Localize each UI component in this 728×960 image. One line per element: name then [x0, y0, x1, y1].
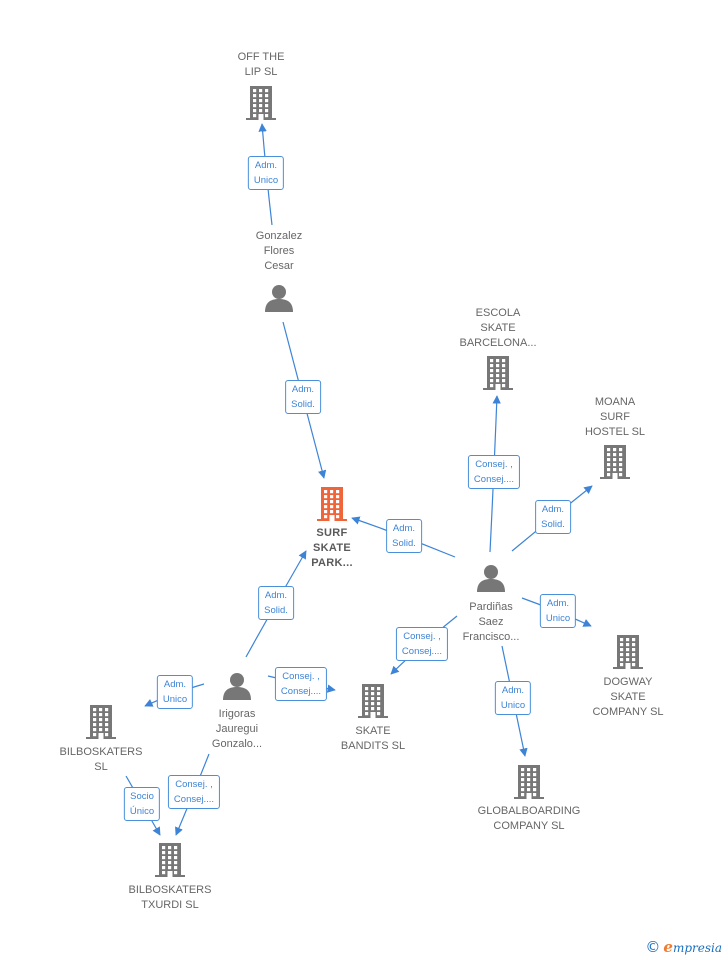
node-label-line: Pardiñas — [469, 601, 513, 613]
node-label-line: Cesar — [264, 260, 294, 272]
node-label-line: GLOBALBOARDING — [477, 805, 581, 817]
building-icon-bilboskaters[interactable] — [86, 705, 116, 744]
edge-label-gonzalez-to-offthelip[interactable]: Adm. Unico — [247, 156, 285, 190]
node-label-line: Gonzalez — [255, 230, 303, 242]
node-label-line: Francisco... — [462, 631, 520, 643]
building-icon-surf[interactable] — [317, 487, 347, 526]
node-label-line: OFF THE — [237, 51, 285, 63]
logo-initial: e — [663, 938, 673, 956]
edge-label-line: Adm. — [291, 384, 315, 395]
building-icon-dogway[interactable] — [613, 635, 643, 674]
edge-label-line: Unico — [253, 175, 279, 186]
edge-label-pardinas-to-surf[interactable]: Adm. Solid. — [386, 519, 422, 553]
node-label-line: SL — [94, 761, 108, 773]
person-icon-gonzalez[interactable] — [264, 284, 294, 317]
edge-label-line: Consej. , — [403, 631, 441, 642]
node-label-line: COMPANY SL — [592, 706, 664, 718]
edge-label-line: Adm. — [254, 160, 278, 171]
node-label-line: BANDITS SL — [340, 740, 406, 752]
node-label-line: Flores — [263, 245, 295, 257]
node-label-dogway[interactable]: DOGWAY SKATE COMPANY SL — [592, 675, 663, 720]
node-label-line: Gonzalo... — [211, 738, 263, 750]
node-label-line: MOANA — [594, 396, 636, 408]
edge-label-pardinas-to-dogway[interactable]: Adm. Unico — [539, 594, 577, 628]
building-icon-offthelip[interactable] — [246, 86, 276, 125]
node-label-line: Jauregui — [215, 723, 259, 735]
node-label-offthelip[interactable]: OFF THE LIP SL — [238, 50, 285, 80]
copyright-symbol: © — [645, 938, 661, 956]
building-icon-globalboarding[interactable] — [514, 765, 544, 804]
node-label-txurdi[interactable]: BILBOSKATERS TXURDI SL — [129, 883, 212, 913]
edge-label-line: Solid. — [392, 538, 416, 549]
building-icon-moana[interactable] — [600, 445, 630, 484]
edge-label-irigoras-to-bilboskaters[interactable]: Adm. Unico — [156, 675, 194, 709]
edge-label-line: Adm. — [163, 679, 187, 690]
edge-label-line: Consej. , — [175, 779, 213, 790]
node-label-line: Irigoras — [218, 708, 256, 720]
person-icon-irigoras[interactable] — [222, 672, 252, 705]
node-label-line: LIP SL — [244, 66, 278, 78]
person-icon-pardinas[interactable] — [476, 564, 506, 597]
building-icon-escola[interactable] — [483, 356, 513, 395]
node-label-bilboskaters[interactable]: BILBOSKATERS SL — [60, 745, 143, 775]
edge-label-line: Adm. — [501, 685, 525, 696]
edge-label-pardinas-to-skatebandits[interactable]: Consej. , Consej.... — [395, 627, 449, 661]
edge-label-line: Solid. — [291, 399, 315, 410]
edge-label-line: Unico — [500, 700, 526, 711]
node-label-line: SKATE — [313, 542, 351, 554]
node-label-line: SURF — [316, 527, 348, 539]
node-label-line: HOSTEL SL — [584, 426, 646, 438]
node-label-line: SKATE — [480, 322, 516, 334]
edge-label-line: Consej.... — [401, 646, 443, 657]
edge-label-pardinas-to-escola[interactable]: Consej. , Consej.... — [467, 455, 521, 489]
node-label-line: SURF — [600, 411, 630, 423]
node-label-line: COMPANY SL — [493, 820, 565, 832]
edge-label-line: Consej. , — [475, 459, 513, 470]
edge-label-irigoras-to-surf[interactable]: Adm. Solid. — [258, 586, 294, 620]
edge-label-line: Socio — [130, 791, 154, 802]
node-label-line: BARCELONA... — [459, 337, 537, 349]
edge-label-line: Solid. — [264, 605, 288, 616]
node-label-line: PARK... — [311, 557, 353, 569]
building-icon-skatebandits[interactable] — [358, 684, 388, 723]
node-label-line: BILBOSKATERS — [128, 884, 212, 896]
empresia-logo: ©empresia — [645, 938, 722, 956]
edge-label-irigoras-to-skatebandits[interactable]: Consej. , Consej.... — [274, 667, 328, 701]
edge-label-line: Único — [129, 806, 155, 817]
node-label-line: DOGWAY — [603, 676, 653, 688]
logo-text: mpresia — [672, 941, 722, 955]
node-label-surf[interactable]: SURF SKATE PARK... — [311, 526, 353, 571]
node-label-line: Saez — [478, 616, 504, 628]
edge-label-line: Adm. — [541, 504, 565, 515]
edge-label-irigoras-to-txurdi[interactable]: Consej. , Consej.... — [167, 775, 221, 809]
edge-label-line: Adm. — [392, 523, 416, 534]
edge-label-line: Solid. — [541, 519, 565, 530]
edge-label-line: Consej.... — [173, 794, 215, 805]
edge-label-line: Unico — [545, 613, 571, 624]
edge-label-line: Unico — [162, 694, 188, 705]
edge-label-line: Consej.... — [473, 474, 515, 485]
node-label-line: TXURDI SL — [141, 899, 199, 911]
node-label-line: BILBOSKATERS — [59, 746, 143, 758]
edge-label-line: Adm. — [264, 590, 288, 601]
node-label-skatebandits[interactable]: SKATE BANDITS SL — [341, 724, 405, 754]
node-label-globalboarding[interactable]: GLOBALBOARDING COMPANY SL — [478, 804, 581, 834]
edge-label-line: Consej.... — [280, 686, 322, 697]
node-label-line: ESCOLA — [475, 307, 521, 319]
edge-label-pardinas-to-globalboarding[interactable]: Adm. Unico — [494, 681, 532, 715]
node-label-escola[interactable]: ESCOLA SKATE BARCELONA... — [459, 306, 536, 351]
node-label-line: SKATE — [610, 691, 646, 703]
edge-label-gonzalez-to-surf[interactable]: Adm. Solid. — [285, 380, 321, 414]
building-icon-txurdi[interactable] — [155, 843, 185, 882]
edge-label-pardinas-to-moana[interactable]: Adm. Solid. — [535, 500, 571, 534]
node-label-line: SKATE — [355, 725, 391, 737]
node-label-moana[interactable]: MOANA SURF HOSTEL SL — [585, 395, 645, 440]
edge-label-line: Consej. , — [282, 671, 320, 682]
edge-label-line: Adm. — [546, 598, 570, 609]
